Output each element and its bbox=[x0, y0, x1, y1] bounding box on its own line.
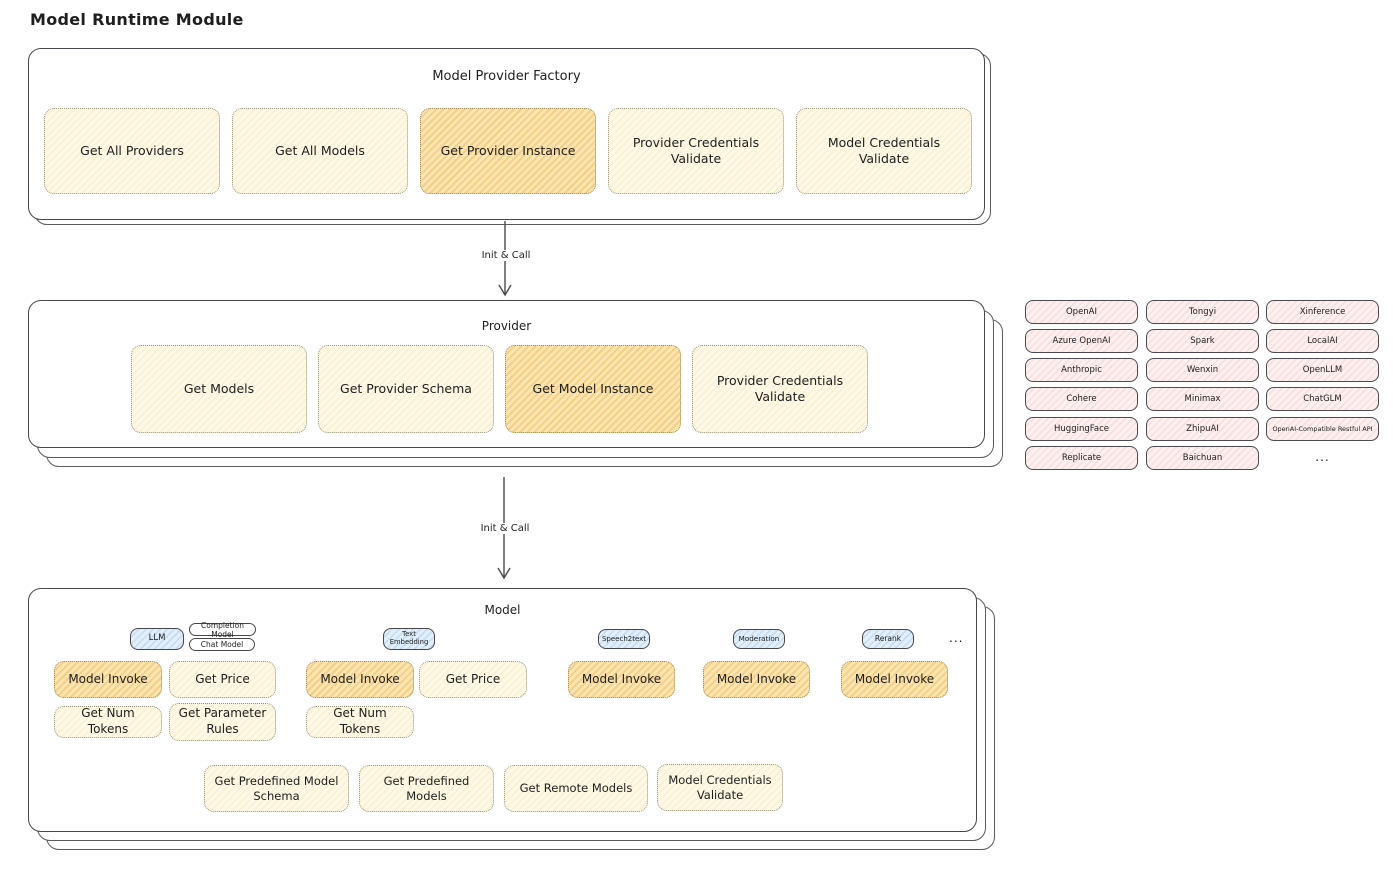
provider-chip-openai: OpenAI bbox=[1025, 300, 1138, 324]
node-provider-credentials-validate-2: Provider Credentials Validate bbox=[692, 345, 868, 433]
factory-title: Model Provider Factory bbox=[432, 69, 581, 84]
page-title: Model Runtime Module bbox=[30, 10, 244, 29]
node-llm-get-price: Get Price bbox=[169, 661, 276, 698]
node-get-provider-schema: Get Provider Schema bbox=[318, 345, 494, 433]
node-get-predefined-model-schema: Get Predefined Model Schema bbox=[204, 765, 349, 812]
node-model-credentials-validate: Model Credentials Validate bbox=[796, 108, 972, 194]
node-get-all-models: Get All Models bbox=[232, 108, 408, 194]
node-rerank-model-invoke: Model Invoke bbox=[841, 661, 948, 698]
provider-chip-anthropic: Anthropic bbox=[1025, 358, 1138, 382]
provider-chip-chatglm: ChatGLM bbox=[1266, 387, 1379, 411]
tab-text-embedding: Text Embedding bbox=[383, 628, 435, 650]
arrow-label-init-call-1: Init & Call bbox=[477, 250, 535, 261]
arrow-label-init-call-2: Init & Call bbox=[476, 523, 534, 534]
provider-chip-localai: LocalAI bbox=[1266, 329, 1379, 353]
provider-box: Provider Get Models Get Provider Schema … bbox=[28, 300, 985, 448]
provider-chip-azure-openai: Azure OpenAI bbox=[1025, 329, 1138, 353]
node-llm-get-num-tokens: Get Num Tokens bbox=[54, 706, 162, 738]
provider-chip-wenxin: Wenxin bbox=[1146, 358, 1259, 382]
tab-chat-model: Chat Model bbox=[189, 638, 255, 651]
model-box: Model LLM Completion Model Chat Model Te… bbox=[28, 588, 977, 832]
provider-chip-cohere: Cohere bbox=[1025, 387, 1138, 411]
provider-chip-zhipuai: ZhipuAI bbox=[1146, 417, 1259, 441]
node-get-provider-instance: Get Provider Instance bbox=[420, 108, 596, 194]
provider-grid-more-ellipsis: ... bbox=[1315, 450, 1330, 464]
provider-chip-huggingface: HuggingFace bbox=[1025, 417, 1138, 441]
provider-title: Provider bbox=[481, 319, 532, 333]
node-get-models: Get Models bbox=[131, 345, 307, 433]
node-llm-get-parameter-rules: Get Parameter Rules bbox=[169, 703, 276, 741]
node-speech2text-model-invoke: Model Invoke bbox=[568, 661, 675, 698]
node-embedding-get-num-tokens: Get Num Tokens bbox=[306, 706, 414, 738]
provider-chip-baichuan: Baichuan bbox=[1146, 446, 1259, 470]
tab-completion-model: Completion Model bbox=[189, 621, 256, 639]
node-model-credentials-validate-2: Model Credentials Validate bbox=[657, 764, 783, 811]
tab-speech2text: Speech2text bbox=[598, 629, 650, 649]
model-tabs-more-ellipsis: ... bbox=[949, 631, 964, 645]
node-embedding-get-price: Get Price bbox=[419, 661, 527, 698]
provider-chip-xinference: Xinference bbox=[1266, 300, 1379, 324]
provider-chip-tongyi: Tongyi bbox=[1146, 300, 1259, 324]
provider-chip-replicate: Replicate bbox=[1025, 446, 1138, 470]
node-embedding-model-invoke: Model Invoke bbox=[306, 661, 414, 698]
node-provider-credentials-validate: Provider Credentials Validate bbox=[608, 108, 784, 194]
provider-chip-openai-compatible: OpenAI-Compatible Restful API bbox=[1266, 417, 1379, 441]
factory-box: Model Provider Factory Get All Providers… bbox=[28, 48, 985, 220]
provider-chip-openllm: OpenLLM bbox=[1266, 358, 1379, 382]
provider-chip-minimax: Minimax bbox=[1146, 387, 1259, 411]
node-get-all-providers: Get All Providers bbox=[44, 108, 220, 194]
node-get-model-instance: Get Model Instance bbox=[505, 345, 681, 433]
node-get-remote-models: Get Remote Models bbox=[504, 765, 648, 812]
tab-llm: LLM bbox=[130, 628, 184, 650]
tab-rerank: Rerank bbox=[862, 629, 914, 649]
node-moderation-model-invoke: Model Invoke bbox=[703, 661, 810, 698]
tab-moderation: Moderation bbox=[733, 629, 785, 649]
node-get-predefined-models: Get Predefined Models bbox=[359, 765, 494, 812]
provider-chip-spark: Spark bbox=[1146, 329, 1259, 353]
model-title: Model bbox=[484, 603, 521, 617]
node-llm-model-invoke: Model Invoke bbox=[54, 661, 162, 698]
